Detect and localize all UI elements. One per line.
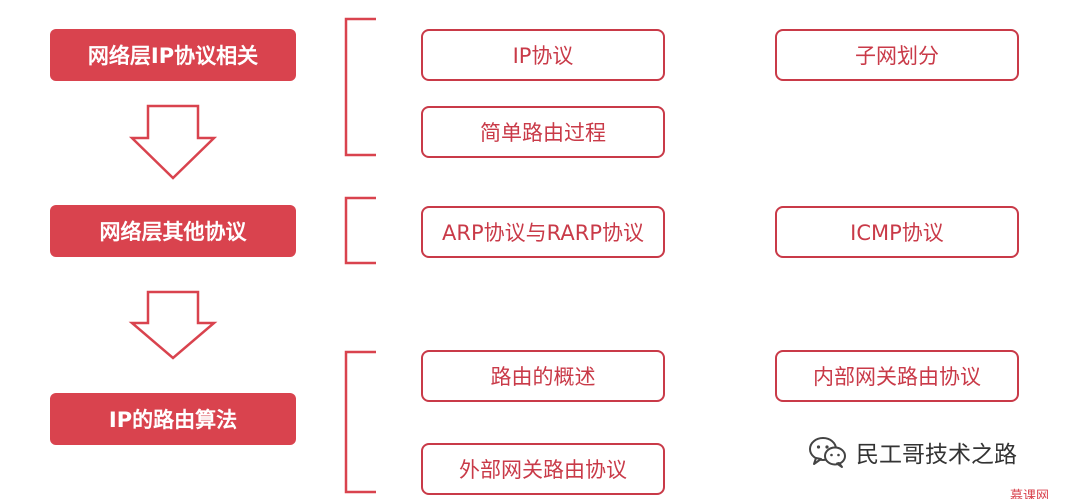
watermark-text: 民工哥技术之路 (856, 442, 1017, 468)
wechat-icon (809, 437, 846, 468)
item-subnetting: 子网划分 (775, 29, 1019, 81)
corner-logo-text: 慕课网 (1010, 489, 1050, 499)
down-arrow-1 (128, 104, 218, 180)
watermark: 民工哥技术之路 (808, 430, 1017, 474)
item-icmp: ICMP协议 (775, 206, 1019, 258)
bracket-group-3 (344, 350, 376, 494)
bracket-group-2 (344, 196, 376, 265)
item-interior-gateway: 内部网关路由协议 (775, 350, 1019, 402)
bracket-group-1 (344, 17, 376, 157)
category-ip-protocol-related: 网络层IP协议相关 (50, 29, 296, 81)
category-other-protocols: 网络层其他协议 (50, 205, 296, 257)
item-simple-routing: 简单路由过程 (421, 106, 665, 158)
category-ip-routing-algorithms: IP的路由算法 (50, 393, 296, 445)
item-ip-protocol: IP协议 (421, 29, 665, 81)
item-exterior-gateway: 外部网关路由协议 (421, 443, 665, 495)
item-arp-rarp: ARP协议与RARP协议 (421, 206, 665, 258)
corner-logo: 慕课网 (1010, 485, 1080, 499)
item-routing-overview: 路由的概述 (421, 350, 665, 402)
down-arrow-2 (128, 290, 218, 360)
